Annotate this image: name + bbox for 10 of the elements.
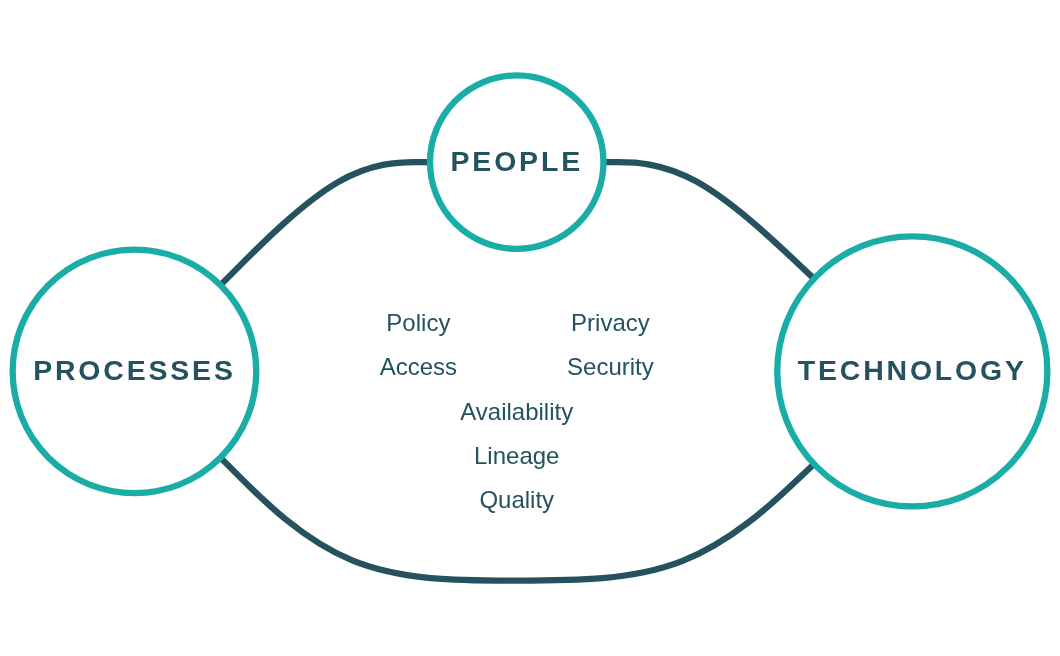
topic-label: Quality — [479, 487, 555, 514]
topic-label: Privacy — [571, 309, 650, 337]
topic-label: Policy — [386, 309, 451, 337]
topic-label: Availability — [460, 398, 574, 425]
topic-label: Access — [379, 354, 458, 381]
node-circle: PROCESSES — [9, 246, 260, 497]
topic-label: Lineage — [474, 442, 560, 470]
node-circle: PEOPLE — [426, 72, 607, 253]
topic-label: Security — [567, 354, 654, 381]
node-circle: TECHNOLOGY — [774, 233, 1051, 510]
